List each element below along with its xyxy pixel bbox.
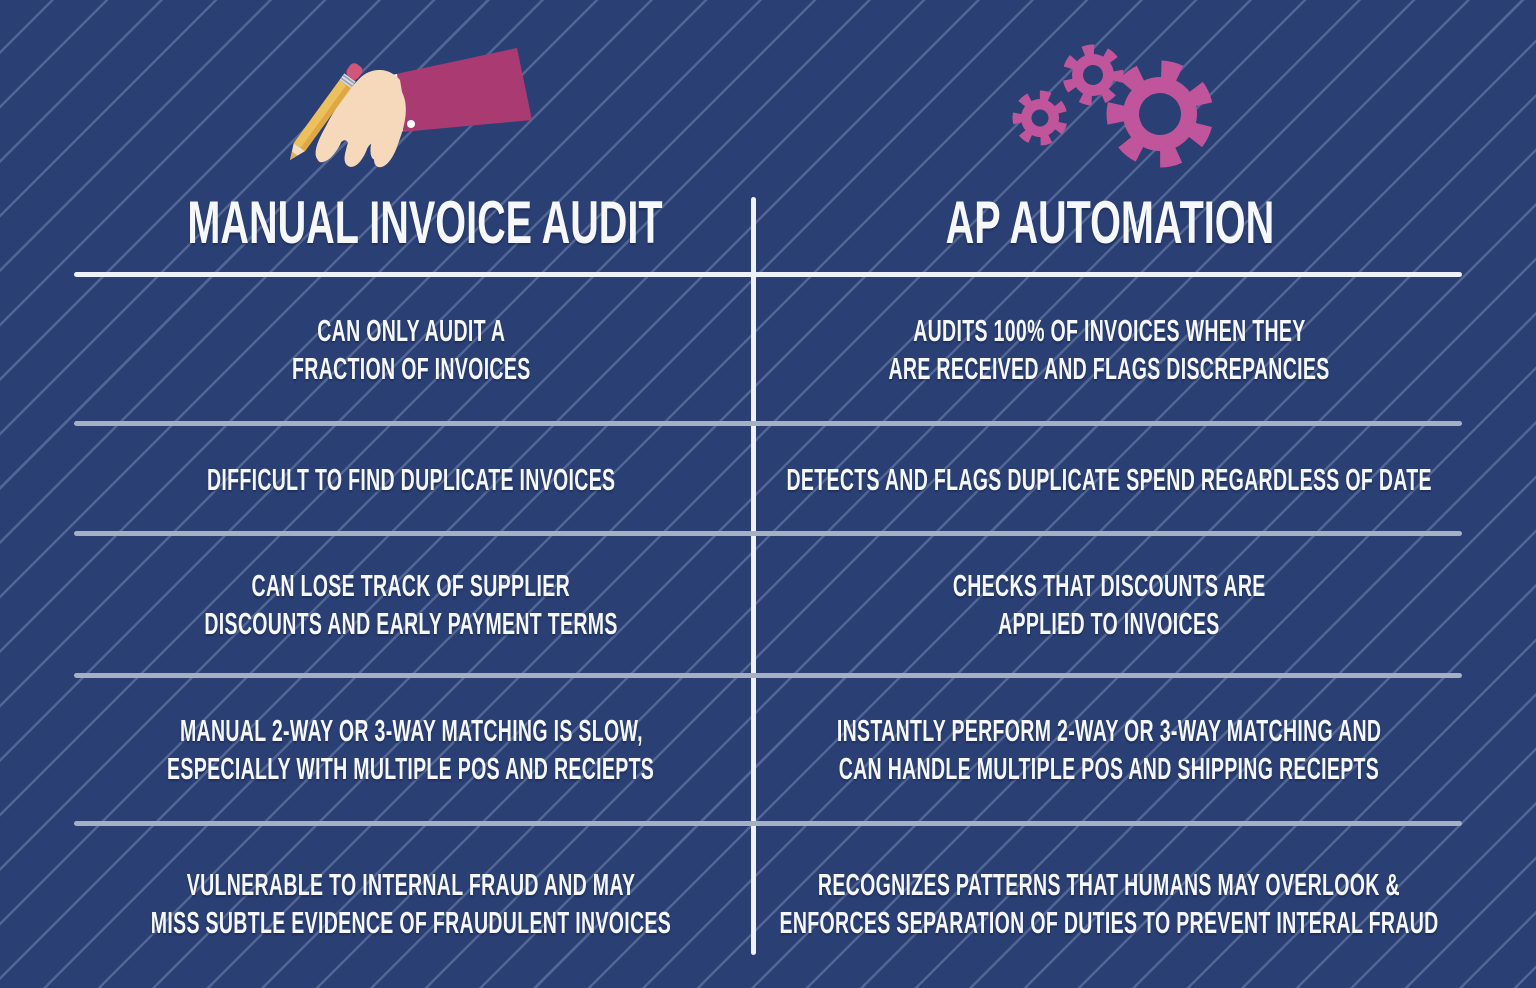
- gears-icon: [1012, 44, 1214, 168]
- row-divider-1: [74, 421, 1462, 426]
- automation-row-1-line-2: ARE RECEIVED AND FLAGS DISCREPANCIES: [888, 350, 1330, 386]
- automation-column-title-text: AP AUTOMATION: [945, 189, 1275, 256]
- manual-row-3: CAN LOSE TRACK OF SUPPLIER DISCOUNTS AND…: [75, 538, 747, 671]
- automation-row-1-line-1: AUDITS 100% OF INVOICES WHEN THEY: [912, 312, 1306, 348]
- manual-column-title-text: MANUAL INVOICE AUDIT: [187, 189, 663, 256]
- manual-row-1: CAN ONLY AUDIT A FRACTION OF INVOICES: [75, 278, 747, 421]
- manual-row-2-line-1: DIFFICULT TO FIND DUPLICATE INVOICES: [206, 461, 616, 497]
- hand-writing-pencil-icon: [290, 48, 532, 168]
- manual-row-4-line-2: ESPECIALLY WITH MULTIPLE POS AND RECIEPT…: [167, 750, 655, 786]
- row-divider-3: [74, 673, 1462, 678]
- manual-row-4-line-1: MANUAL 2-WAY OR 3-WAY MATCHING IS SLOW,: [179, 712, 643, 748]
- manual-row-1-line-2: FRACTION OF INVOICES: [291, 350, 531, 386]
- manual-row-4: MANUAL 2-WAY OR 3-WAY MATCHING IS SLOW, …: [75, 678, 747, 821]
- automation-row-3-line-2: APPLIED TO INVOICES: [998, 605, 1220, 641]
- manual-row-2: DIFFICULT TO FIND DUPLICATE INVOICES: [75, 428, 747, 531]
- manual-row-5: VULNERABLE TO INTERNAL FRAUD AND MAY MIS…: [75, 828, 747, 980]
- automation-row-5-line-1: RECOGNIZES PATTERNS THAT HUMANS MAY OVER…: [818, 867, 1400, 902]
- manual-row-3-line-2: DISCOUNTS AND EARLY PAYMENT TERMS: [204, 605, 618, 641]
- manual-row-5-line-2: MISS SUBTLE EVIDENCE OF FRAUDULENT INVOI…: [150, 905, 672, 940]
- manual-column-title: MANUAL INVOICE AUDIT: [90, 192, 760, 254]
- manual-row-5-line-1: VULNERABLE TO INTERNAL FRAUD AND MAY: [186, 867, 636, 902]
- automation-row-3: CHECKS THAT DISCOUNTS ARE APPLIED TO INV…: [758, 538, 1460, 671]
- automation-column-title: AP AUTOMATION: [770, 192, 1450, 254]
- automation-row-5: RECOGNIZES PATTERNS THAT HUMANS MAY OVER…: [758, 828, 1460, 980]
- manual-row-1-line-1: CAN ONLY AUDIT A: [316, 312, 506, 348]
- automation-row-4-line-1: INSTANTLY PERFORM 2-WAY OR 3-WAY MATCHIN…: [836, 712, 1382, 748]
- automation-row-3-line-1: CHECKS THAT DISCOUNTS ARE: [952, 567, 1266, 603]
- manual-row-3-line-1: CAN LOSE TRACK OF SUPPLIER: [251, 567, 571, 603]
- automation-row-2-line-1: DETECTS AND FLAGS DUPLICATE SPEND REGARD…: [786, 461, 1432, 497]
- automation-row-5-line-2: ENFORCES SEPARATION OF DUTIES TO PREVENT…: [779, 905, 1439, 940]
- row-divider-4: [74, 821, 1462, 826]
- automation-row-2: DETECTS AND FLAGS DUPLICATE SPEND REGARD…: [758, 428, 1460, 531]
- automation-row-4-line-2: CAN HANDLE MULTIPLE POS AND SHIPPING REC…: [838, 750, 1380, 786]
- header-divider-line: [74, 272, 1462, 277]
- column-divider-line: [751, 197, 756, 955]
- automation-row-1: AUDITS 100% OF INVOICES WHEN THEY ARE RE…: [758, 278, 1460, 421]
- automation-row-4: INSTANTLY PERFORM 2-WAY OR 3-WAY MATCHIN…: [758, 678, 1460, 821]
- row-divider-2: [74, 531, 1462, 536]
